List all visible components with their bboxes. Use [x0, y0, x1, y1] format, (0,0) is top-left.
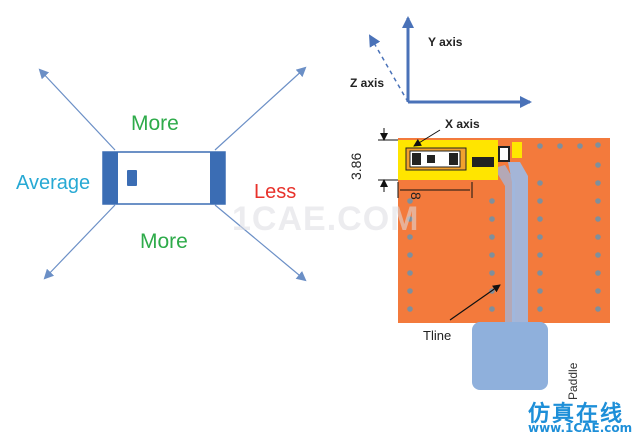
paddle-label: Paddle [566, 362, 580, 400]
label-less: Less [254, 181, 297, 203]
axes-triad [369, 16, 532, 108]
arrow-up-right [214, 66, 307, 151]
die [127, 170, 137, 186]
dimension-vertical-label: 3.86 [348, 152, 364, 180]
brand-chinese: 仿真在线 [528, 402, 625, 427]
z-axis-label: Z axis [350, 76, 385, 90]
right-terminal [210, 152, 225, 204]
pcb-board [398, 138, 610, 390]
arrow-down-left [43, 204, 116, 280]
label-average: Average [16, 172, 91, 194]
x-axis-leader [413, 129, 441, 147]
brand-url: www.1CAE.com [528, 421, 633, 435]
left-arrows [38, 66, 307, 282]
left-terminal [103, 152, 118, 204]
tline-label: Tline [423, 328, 452, 343]
dimension-horizontal-label: 8 [408, 192, 424, 200]
z-axis-line [369, 34, 409, 103]
board-watermark: 1CAE.COM [232, 200, 420, 238]
dimension-markers [378, 128, 473, 198]
x-axis-label: X axis [445, 117, 480, 131]
arrow-down-right [214, 204, 307, 282]
tline-leader [449, 284, 501, 321]
arrow-up-left [38, 68, 116, 151]
label-more-top: More [131, 112, 179, 135]
label-more-bottom: More [140, 230, 188, 253]
via-grid [407, 142, 601, 312]
y-axis-label: Y axis [428, 35, 463, 49]
paddle-shape [472, 322, 548, 390]
smd-component [102, 151, 226, 205]
